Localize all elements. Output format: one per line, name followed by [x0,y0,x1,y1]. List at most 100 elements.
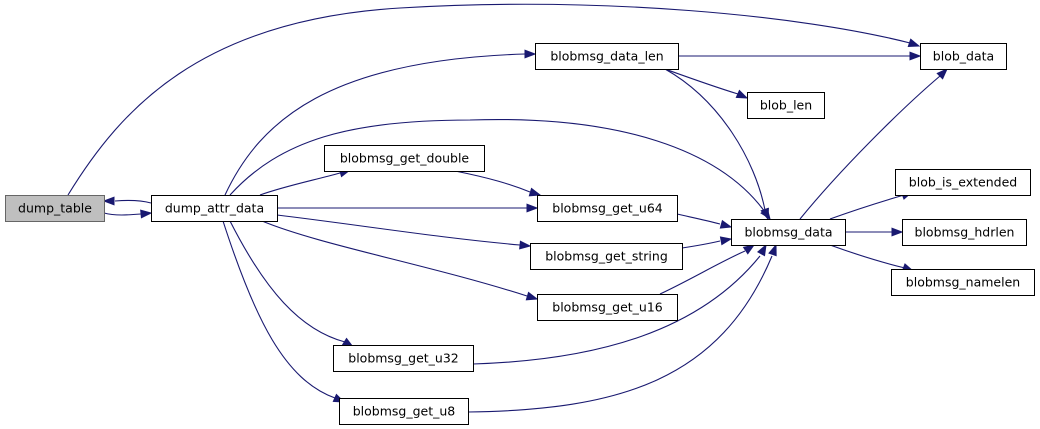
edge-blobmsg_get_u16-to-blobmsg_data [659,244,756,295]
node-box [537,294,678,321]
edge-blobmsg_get_u64-to-blobmsg_data [676,213,733,229]
node-blob-len[interactable]: blob_len [747,92,825,119]
edge-line [829,244,906,269]
node-box [151,195,278,222]
edge-line [229,220,346,343]
edge-arrowhead [526,203,539,213]
node-blobmsg-get-u16[interactable]: blobmsg_get_u16 [537,294,678,321]
edge-line [114,199,152,204]
node-box [530,243,683,270]
edge-blobmsg_data-to-blobmsg_hdrlen [845,227,904,237]
edge-line [67,3,911,196]
edge-arrowhead [909,51,922,61]
edge-line [103,212,142,216]
node-blobmsg-get-u32[interactable]: blobmsg_get_u32 [333,345,474,372]
edge-dump_attr_data-to-blobmsg_get_double [259,168,352,196]
edge-blobmsg_data_len-to-blobmsg_data [664,68,769,221]
node-blob-is-extended[interactable]: blob_is_extended [895,169,1031,196]
node-label: blobmsg_get_double [340,151,470,166]
node-label: blob_data [933,49,994,64]
node-blob-data[interactable]: blob_data [920,43,1007,70]
node-dump-table[interactable]: dump_table [5,195,105,222]
edge-line [664,68,766,211]
edge-line [454,170,531,193]
edge-blobmsg_data-to-blob_data [799,68,948,220]
node-blobmsg-get-string[interactable]: blobmsg_get_string [530,243,683,270]
graph-nodes: dump_table dump_attr_data blobmsg_data_len… [5,43,1035,425]
edge-arrowhead [140,209,153,219]
node-box [902,219,1027,246]
edge-dump_attr_data-to-blobmsg_get_u32 [229,220,355,348]
edge-blobmsg_data-to-blob_is_extended [829,191,914,220]
node-box [324,145,485,172]
node-blobmsg-data[interactable]: blobmsg_data [731,219,846,246]
edge-blobmsg_get_string-to-blobmsg_data [681,236,733,249]
edge-line [659,250,746,295]
node-box [920,43,1007,70]
node-label: blobmsg_namelen [906,275,1020,290]
node-label: dump_attr_data [165,201,264,216]
node-label: blobmsg_get_u16 [552,300,663,315]
edge-line [664,68,739,95]
node-label: blobmsg_hdrlen [915,225,1015,240]
edge-arrowhead [760,207,769,221]
edge-line [681,240,721,249]
edge-line [224,53,526,196]
edge-arrowhead [756,243,767,257]
edge-line [676,213,721,225]
node-label: blobmsg_get_string [545,249,668,264]
node-blobmsg-hdrlen[interactable]: blobmsg_hdrlen [902,219,1027,246]
node-label: blobmsg_get_u32 [348,351,458,366]
edge-line [472,255,761,365]
edge-blobmsg_data_len-to-blob_data [678,51,922,61]
edge-arrowhead [719,236,733,246]
edge-blobmsg_get_u32-to-blobmsg_data [472,243,767,365]
node-box [333,345,474,372]
node-box [891,269,1035,296]
edge-dump_attr_data-to-blobmsg_get_u16 [261,220,539,301]
edge-dump_attr_data-to-blobmsg_data_len [224,49,537,196]
edge-dump_attr_data-to-blobmsg_get_u64 [277,203,539,213]
edge-line [259,172,341,196]
node-box [339,398,469,425]
edge-arrowhead [735,89,749,99]
node-label: blob_is_extended [909,175,1017,190]
node-blobmsg-get-double[interactable]: blobmsg_get_double [324,145,485,172]
edge-dump_table-to-blob_data [67,3,921,196]
node-box [537,195,678,222]
edge-line [229,118,766,213]
edge-arrowhead [519,240,532,250]
edge-blobmsg_get_double-to-blobmsg_get_u64 [454,170,542,197]
edge-dump_attr_data-to-dump_table [102,196,152,206]
edge-arrowhead [525,291,539,301]
edge-arrowhead [102,196,115,206]
edge-arrowhead [742,244,756,255]
node-blobmsg-namelen[interactable]: blobmsg_namelen [891,269,1035,296]
node-label: blob_len [760,98,812,113]
edge-arrowhead [768,243,777,257]
node-blobmsg-data-len[interactable]: blobmsg_data_len [535,43,679,70]
edge-arrowhead [528,187,542,197]
edge-line [799,75,941,220]
node-label: dump_table [18,201,92,216]
node-box [5,195,105,222]
edge-arrowhead [936,68,948,80]
edge-line [261,220,528,297]
node-blobmsg-get-u8[interactable]: blobmsg_get_u8 [339,398,469,425]
node-box [731,219,846,246]
node-dump-attr-data[interactable]: dump_attr_data [151,195,278,222]
edge-blobmsg_data_len-to-blob_len [664,68,749,99]
node-box [535,43,679,70]
node-label: blobmsg_get_u8 [353,404,456,419]
edge-arrowhead [891,227,904,237]
edge-line [467,255,773,413]
edge-blobmsg_get_u8-to-blobmsg_data [467,243,777,413]
node-label: blobmsg_data [744,225,832,240]
node-blobmsg-get-u64[interactable]: blobmsg_get_u64 [537,195,678,222]
edge-dump_attr_data-to-blobmsg_data [229,118,771,221]
edge-line [829,194,905,220]
edge-dump_table-to-dump_attr_data [103,209,153,219]
node-box [747,92,825,119]
node-box [895,169,1031,196]
edge-dump_attr_data-to-blobmsg_get_string [276,214,532,250]
